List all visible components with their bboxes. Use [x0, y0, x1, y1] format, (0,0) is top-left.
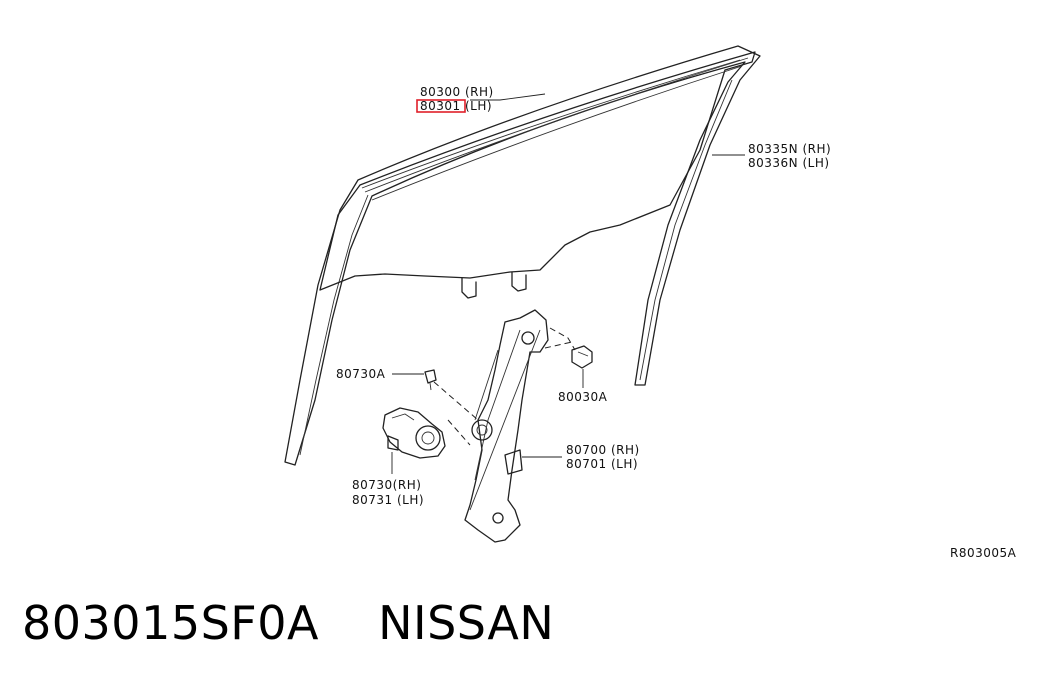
- install-line-motor: [447, 419, 471, 446]
- brand-name: NISSAN: [378, 596, 555, 650]
- footer-caption: 803015SF0A NISSAN: [22, 596, 554, 650]
- glass-run-channel: [284, 45, 761, 466]
- callout-sash-lh: 80336N (LH): [748, 156, 830, 170]
- callout-bolt: 80730A: [336, 367, 386, 381]
- part-number: 803015SF0A: [22, 596, 319, 650]
- install-line-nut: [549, 327, 576, 351]
- reference-code: R803005A: [950, 546, 1017, 560]
- callout-nut: 80030A: [558, 390, 608, 404]
- callout-glass-lh: 80301 (LH): [420, 99, 492, 113]
- nut-80030a: [571, 345, 593, 369]
- callout-motor-rh: 80730(RH): [352, 478, 421, 492]
- callout-glass-rh: 80300 (RH): [420, 85, 494, 99]
- callout-regulator-lh: 80701 (LH): [566, 457, 638, 471]
- callout-regulator-rh: 80700 (RH): [566, 443, 640, 457]
- regulator-motor: [382, 407, 446, 459]
- window-regulator: [464, 309, 549, 543]
- highlight-box: [416, 99, 466, 113]
- callout-motor-lh: 80731 (LH): [352, 493, 424, 507]
- install-line-bolt: [433, 381, 479, 421]
- door-glass: [319, 51, 756, 299]
- install-line-nut-2: [544, 341, 573, 349]
- bolt-80730a: [424, 369, 437, 391]
- leader-glass: [470, 93, 546, 101]
- callout-sash-rh: 80335N (RH): [748, 142, 831, 156]
